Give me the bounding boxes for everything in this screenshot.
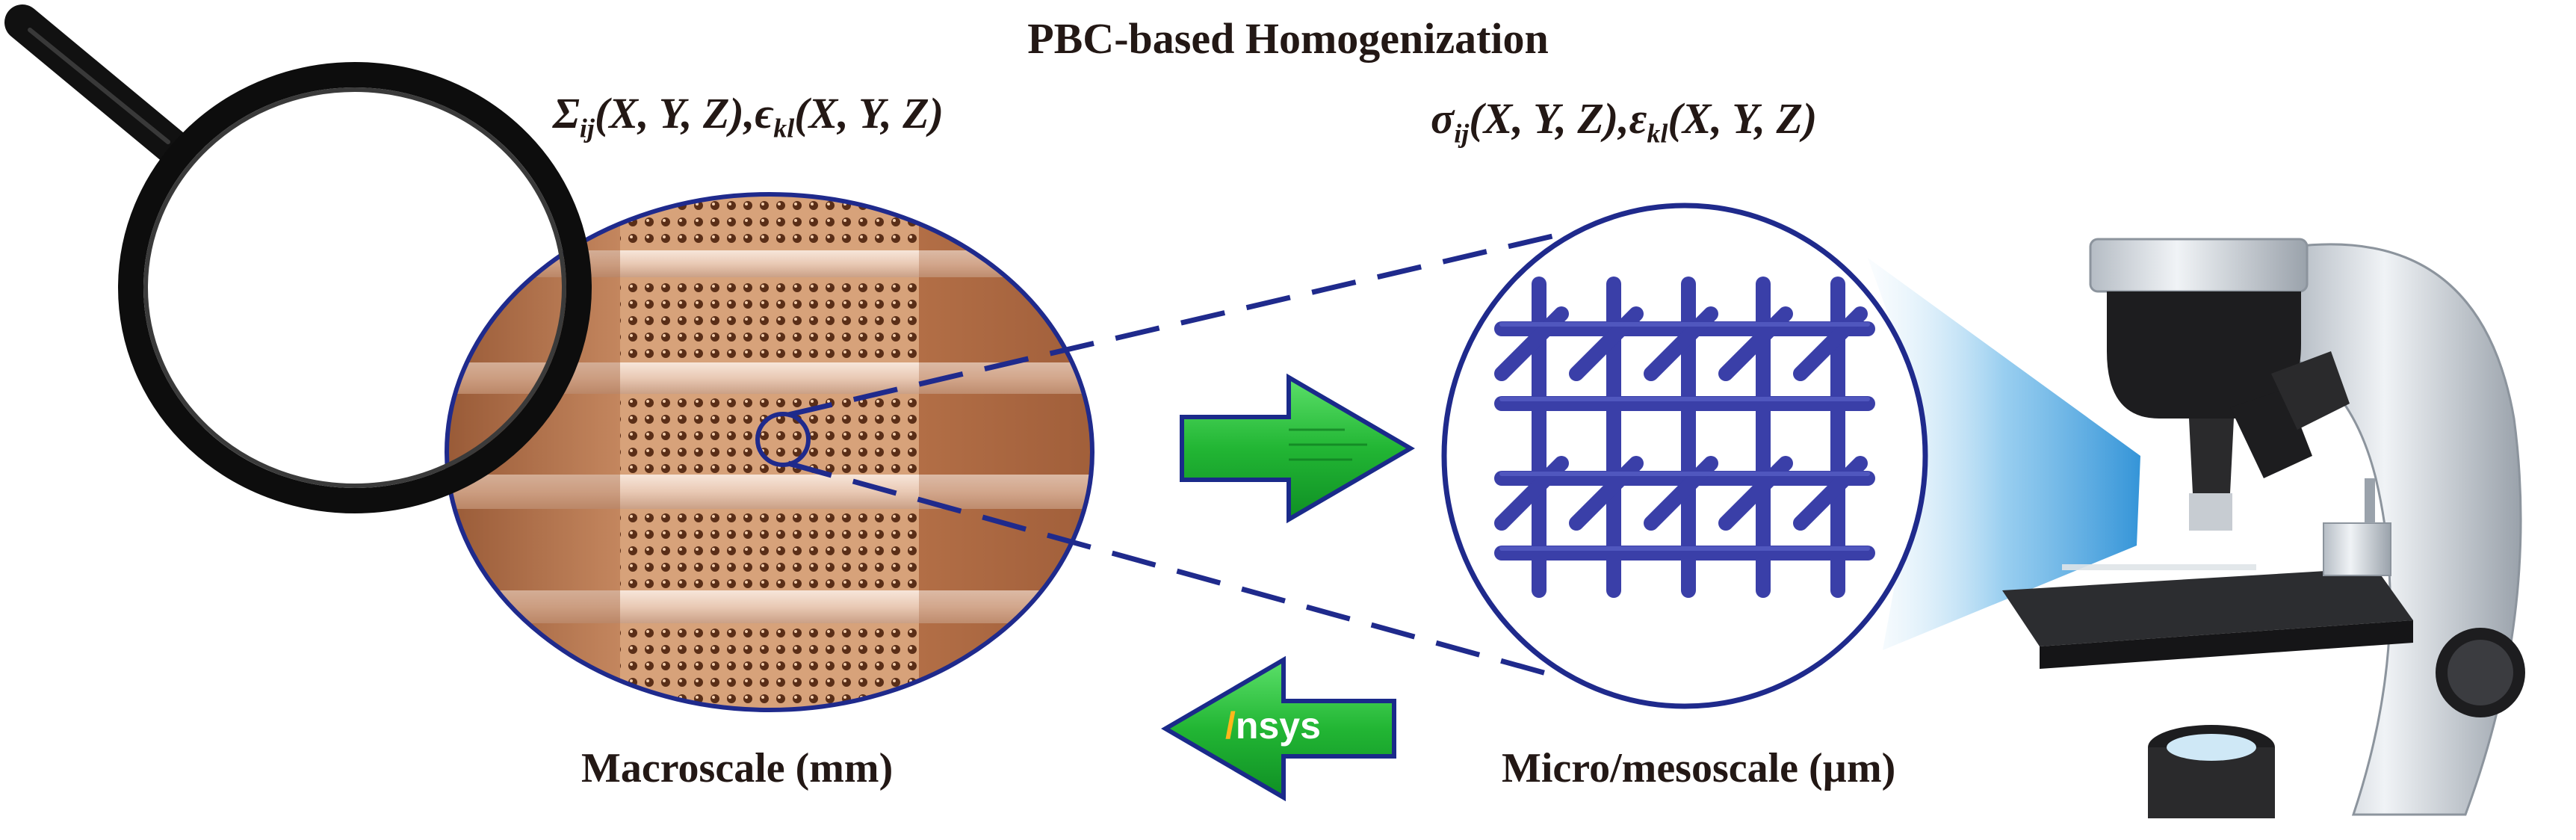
ansys-logo-initial: / [1225, 705, 1236, 747]
arrow-right-icon [1180, 373, 1415, 524]
microscale-lattice-image [1441, 203, 1928, 709]
macro-strain-symbol: ϵ [755, 89, 774, 138]
macro-stress-strain-equation: Σij(X, Y, Z),ϵkl(X, Y, Z) [553, 88, 944, 144]
micro-stress-symbol: σ [1431, 94, 1455, 143]
microscale-caption: Micro/mesoscale (µm) [1502, 745, 1896, 791]
micro-strain-symbol: ε [1629, 94, 1647, 143]
macro-stress-subscript: ij [579, 113, 595, 143]
diagram-title: PBC-based Homogenization [1027, 14, 1549, 63]
ansys-logo: /nsys [1225, 704, 1321, 747]
macro-strain-subscript: kl [773, 113, 795, 143]
micro-stress-args: (X, Y, Z), [1469, 94, 1629, 143]
microscope-icon [2002, 238, 2525, 818]
macroscale-specimen-image [445, 192, 1095, 712]
micro-strain-subscript: kl [1647, 118, 1668, 149]
magnifying-glass-icon [4, 4, 592, 513]
micro-stress-strain-equation: σij(X, Y, Z),εkl(X, Y, Z) [1431, 93, 1817, 149]
macroscale-caption: Macroscale (mm) [581, 745, 894, 791]
micro-strain-args: (X, Y, Z) [1668, 94, 1818, 143]
arrow-left-icon [1161, 655, 1396, 802]
ansys-logo-text: nsys [1235, 705, 1321, 747]
macro-stress-args: (X, Y, Z), [594, 89, 755, 138]
macro-strain-args: (X, Y, Z) [794, 89, 944, 138]
microscope-light-beam [1868, 258, 2140, 650]
micro-stress-subscript: ij [1454, 118, 1470, 149]
macro-stress-symbol: Σ [553, 89, 580, 138]
